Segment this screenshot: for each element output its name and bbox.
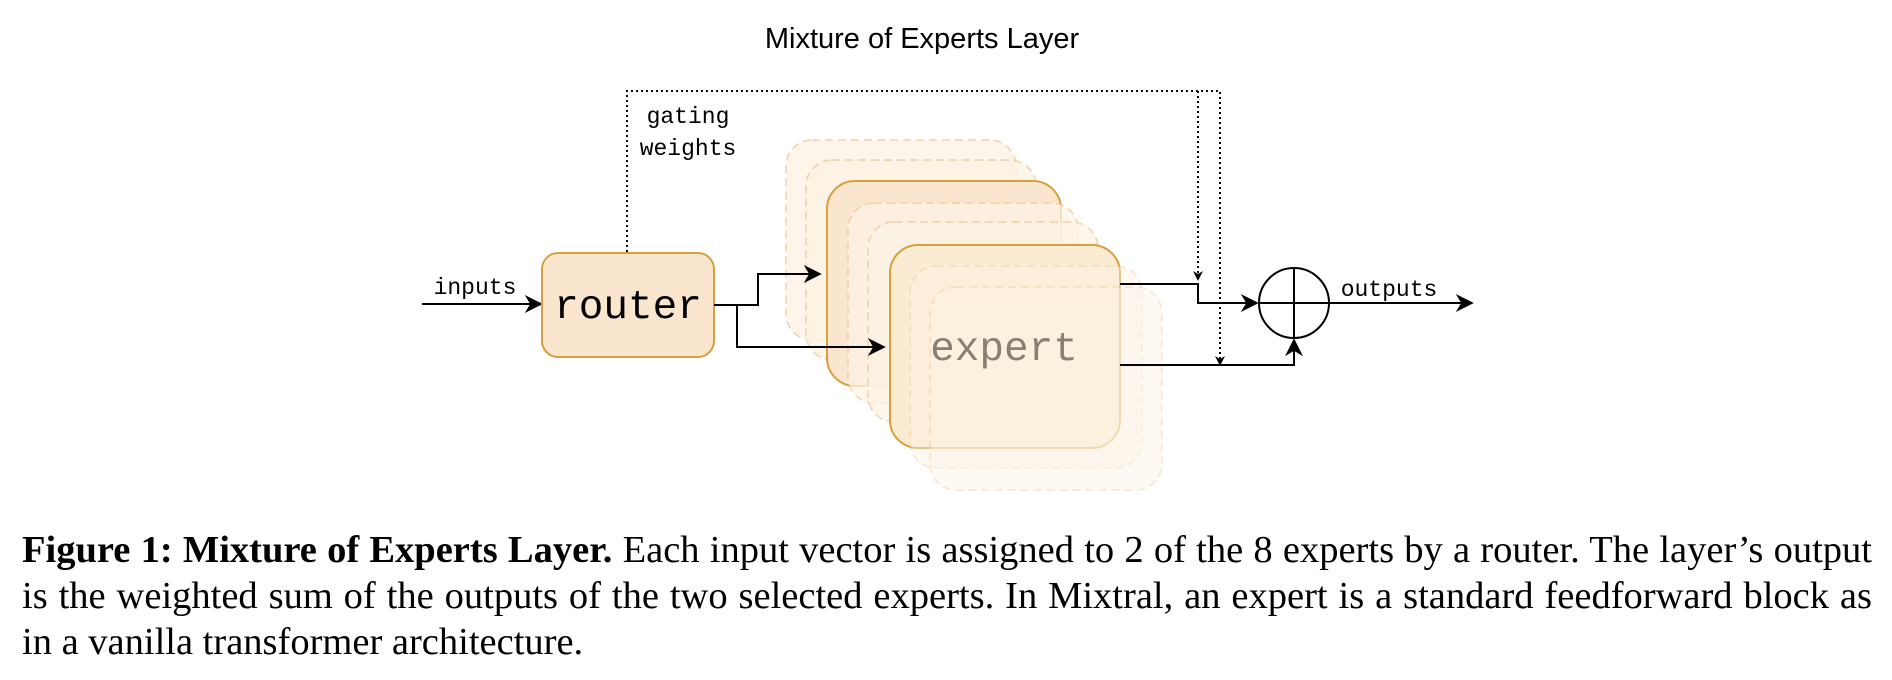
caption-label: Figure 1: bbox=[22, 529, 173, 571]
gating-weights-label-line1: gating bbox=[647, 104, 730, 130]
outputs-label: outputs bbox=[1341, 277, 1438, 303]
diagram-title: Mixture of Experts Layer bbox=[765, 23, 1080, 55]
gating-line-outer bbox=[626, 90, 1225, 366]
gating-weights-label-line2: weights bbox=[640, 136, 737, 162]
expert-label: expert bbox=[930, 327, 1078, 373]
expert-2-output-line bbox=[1120, 338, 1303, 366]
caption-text: Each input vector is assigned to 2 of th… bbox=[22, 529, 1872, 663]
expert-selected-2 bbox=[889, 244, 1121, 449]
moe-diagram: Mixture of Experts Layer gating weights … bbox=[422, 23, 1474, 491]
inputs-label: inputs bbox=[434, 275, 517, 301]
expert-1-output-line bbox=[1120, 283, 1259, 312]
router-to-expert-2-arrow bbox=[736, 305, 886, 356]
router-label: router bbox=[554, 285, 702, 331]
sum-node bbox=[1258, 267, 1330, 339]
expert-ghost-5 bbox=[909, 265, 1143, 469]
expert-ghost-6 bbox=[929, 286, 1163, 491]
figure-caption: Figure 1: Mixture of Experts Layer. Each… bbox=[22, 527, 1872, 665]
caption-title: Mixture of Experts Layer. bbox=[182, 529, 613, 571]
